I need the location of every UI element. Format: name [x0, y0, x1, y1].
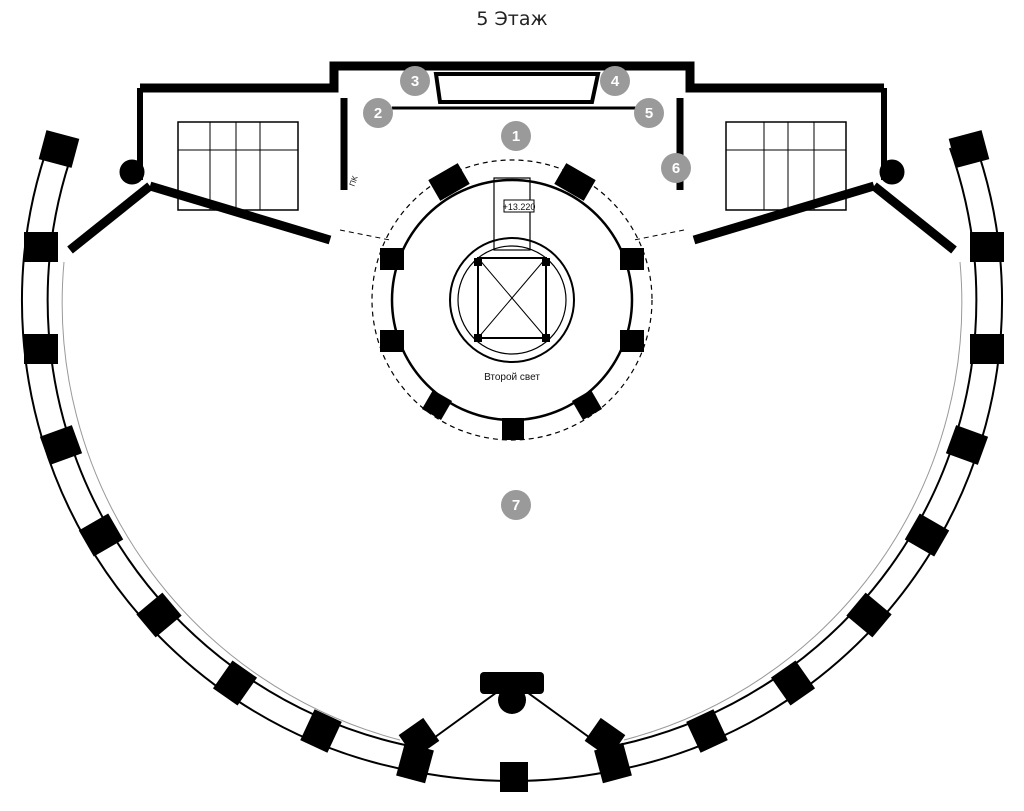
room-marker-label: 3: [411, 73, 419, 90]
rotunda-pillars: [380, 163, 644, 440]
room-marker-7[interactable]: 7: [501, 490, 531, 520]
north-block: [67, 61, 957, 254]
room-marker-label: 1: [512, 128, 520, 145]
atrium-label: Второй свет: [484, 372, 540, 383]
room-marker-2[interactable]: 2: [363, 98, 393, 128]
room-marker-label: 7: [512, 497, 520, 514]
room-marker-1[interactable]: 1: [501, 121, 531, 151]
elevation-label: +13.220: [503, 202, 536, 212]
room-marker-6[interactable]: 6: [661, 153, 691, 183]
room-marker-label: 4: [611, 73, 620, 90]
room-marker-5[interactable]: 5: [634, 98, 664, 128]
room-marker-label: 5: [645, 105, 653, 122]
hydrant-label: ПК: [348, 174, 360, 187]
floor-title: 5 Этаж: [476, 8, 548, 30]
room-marker-4[interactable]: 4: [600, 66, 630, 96]
facade-pillars: [24, 130, 1004, 792]
elevation-box: [503, 199, 535, 213]
room-markers: 1 2 3 4 5 6 7: [363, 66, 691, 520]
room-marker-3[interactable]: 3: [400, 66, 430, 96]
room-marker-label: 2: [374, 105, 382, 122]
room-marker-label: 6: [672, 160, 680, 177]
